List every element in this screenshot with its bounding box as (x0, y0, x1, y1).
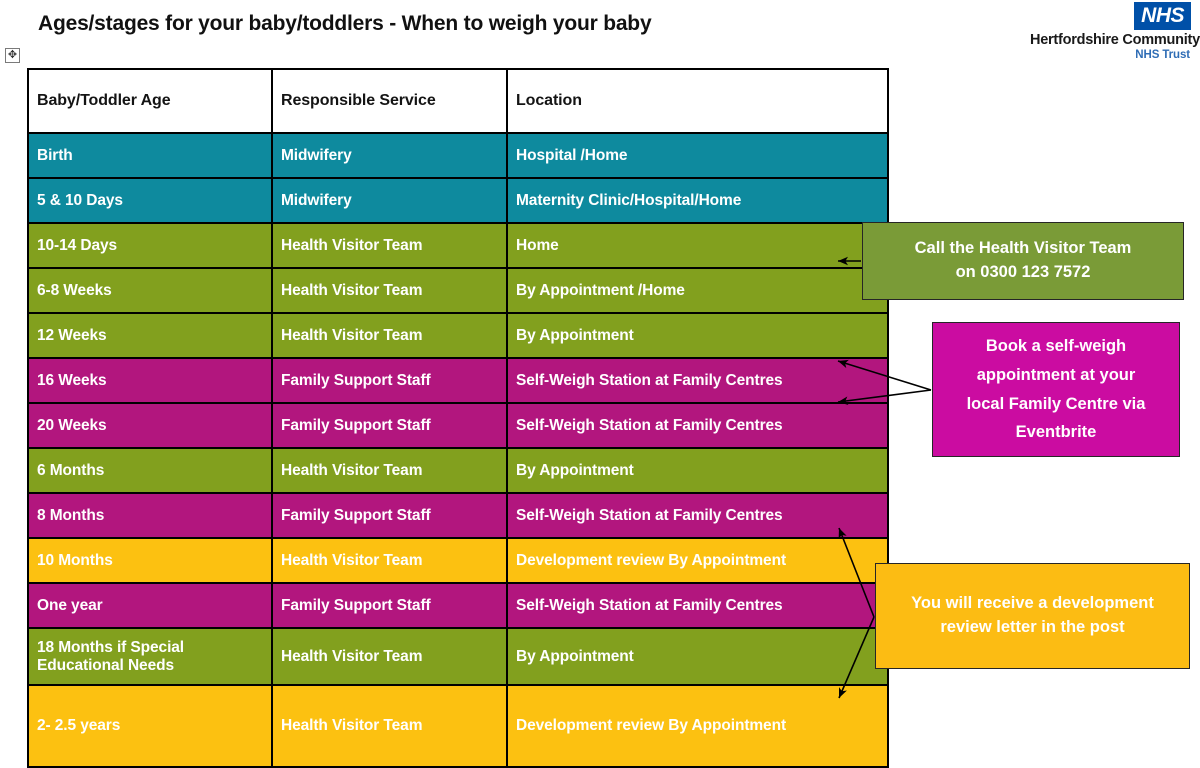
column-header-location: Location (506, 68, 889, 134)
table-row: 16 Weeks Family Support Staff Self-Weigh… (27, 357, 889, 404)
cell-location: Home (506, 222, 889, 269)
cell-service: Family Support Staff (271, 357, 508, 404)
cell-age: One year (27, 582, 273, 629)
cell-age: Birth (27, 132, 273, 179)
table-row: 5 & 10 Days Midwifery Maternity Clinic/H… (27, 177, 889, 224)
cell-service: Family Support Staff (271, 582, 508, 629)
cell-location: Self-Weigh Station at Family Centres (506, 402, 889, 449)
callout-green-line-2: on 0300 123 7572 (955, 263, 1091, 281)
callout-self-weigh-booking[interactable]: Book a self-weigh appointment at your lo… (932, 322, 1180, 457)
cell-location: Self-Weigh Station at Family Centres (506, 357, 889, 404)
cell-location: Maternity Clinic/Hospital/Home (506, 177, 889, 224)
cell-age: 20 Weeks (27, 402, 273, 449)
cell-age: 10-14 Days (27, 222, 273, 269)
table-row: 12 Weeks Health Visitor Team By Appointm… (27, 312, 889, 359)
cell-service: Family Support Staff (271, 402, 508, 449)
cell-location: Hospital /Home (506, 132, 889, 179)
table-row: Birth Midwifery Hospital /Home (27, 132, 889, 179)
cell-service: Midwifery (271, 132, 508, 179)
nhs-logo: NHS Hertfordshire Community NHS Trust (1030, 2, 1200, 61)
cell-service: Midwifery (271, 177, 508, 224)
cell-location: Self-Weigh Station at Family Centres (506, 582, 889, 629)
column-header-age: Baby/Toddler Age (27, 68, 273, 134)
table-row: 6-8 Weeks Health Visitor Team By Appoint… (27, 267, 889, 314)
callout-green-line-1: Call the Health Visitor Team (914, 239, 1132, 258)
table-row: One year Family Support Staff Self-Weigh… (27, 582, 889, 629)
cell-service: Health Visitor Team (271, 222, 508, 269)
cell-service: Health Visitor Team (271, 537, 508, 584)
cell-location: Development review By Appointment (506, 684, 889, 768)
trust-subtitle: NHS Trust (1135, 49, 1190, 61)
cell-location: By Appointment /Home (506, 267, 889, 314)
column-header-service: Responsible Service (271, 68, 508, 134)
table-row: 2- 2.5 years Health Visitor Team Develop… (27, 684, 889, 768)
callout-pink-line-2: appointment at your (976, 365, 1136, 384)
cell-location: By Appointment (506, 447, 889, 494)
callout-pink-line-3: local Family Centre via (966, 394, 1146, 413)
page-title: Ages/stages for your baby/toddlers - Whe… (38, 12, 652, 35)
cell-age: 6 Months (27, 447, 273, 494)
ages-stages-table: Baby/Toddler Age Responsible Service Loc… (27, 68, 889, 768)
callout-amber-line-1: You will receive a development (911, 594, 1154, 613)
cell-service: Health Visitor Team (271, 267, 508, 314)
table-row: 10-14 Days Health Visitor Team Home (27, 222, 889, 269)
table-body: Baby/Toddler Age Responsible Service Loc… (27, 68, 889, 768)
cell-location: Development review By Appointment (506, 537, 889, 584)
trust-name: Hertfordshire Community (1030, 32, 1200, 48)
callout-amber-line-2: review letter in the post (940, 618, 1125, 636)
cell-service: Family Support Staff (271, 492, 508, 539)
table-row: 8 Months Family Support Staff Self-Weigh… (27, 492, 889, 539)
cell-service: Health Visitor Team (271, 312, 508, 359)
cell-location: By Appointment (506, 627, 889, 686)
cell-age: 8 Months (27, 492, 273, 539)
table-header-row: Baby/Toddler Age Responsible Service Loc… (27, 68, 889, 134)
cell-age: 2- 2.5 years (27, 684, 273, 768)
cell-age: 5 & 10 Days (27, 177, 273, 224)
nhs-mark-icon: NHS (1134, 2, 1191, 30)
callout-development-review-letter[interactable]: You will receive a development review le… (875, 563, 1190, 669)
table-row: 20 Weeks Family Support Staff Self-Weigh… (27, 402, 889, 449)
cell-age: 18 Months if Special Educational Needs (27, 627, 273, 686)
table-row: 18 Months if Special Educational Needs H… (27, 627, 889, 686)
cell-age: 12 Weeks (27, 312, 273, 359)
callout-pink-line-4: Eventbrite (1015, 423, 1097, 442)
cell-age: 10 Months (27, 537, 273, 584)
cell-service: Health Visitor Team (271, 684, 508, 768)
cell-service: Health Visitor Team (271, 447, 508, 494)
callout-pink-line-1: Book a self-weigh (985, 336, 1127, 355)
cell-service: Health Visitor Team (271, 627, 508, 686)
cell-location: Self-Weigh Station at Family Centres (506, 492, 889, 539)
cell-age: 6-8 Weeks (27, 267, 273, 314)
table-row: 6 Months Health Visitor Team By Appointm… (27, 447, 889, 494)
callout-health-visitor-phone[interactable]: Call the Health Visitor Team on 0300 123… (862, 222, 1184, 300)
cell-age: 16 Weeks (27, 357, 273, 404)
cell-location: By Appointment (506, 312, 889, 359)
table-move-handle[interactable]: ✥ (5, 48, 20, 63)
table-row: 10 Months Health Visitor Team Developmen… (27, 537, 889, 584)
